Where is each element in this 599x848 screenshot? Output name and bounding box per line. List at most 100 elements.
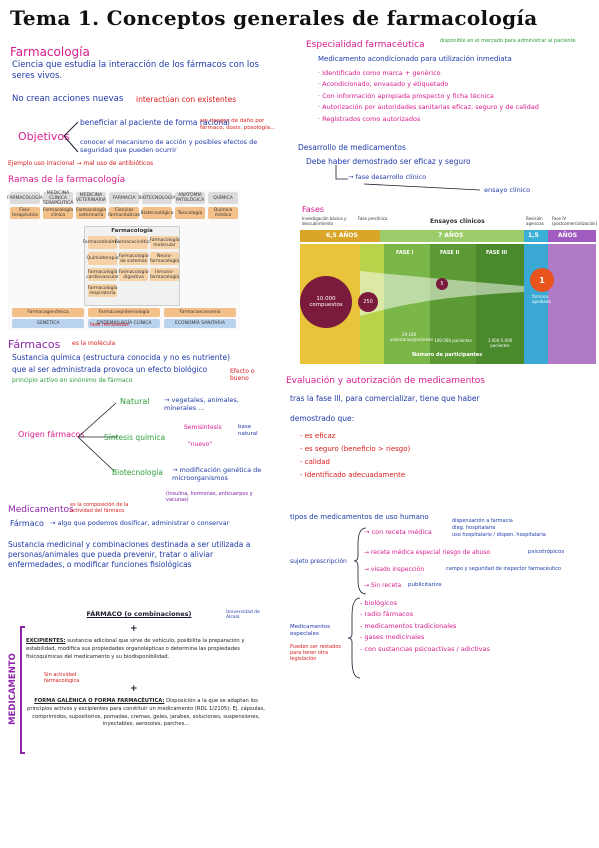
ramas-top-box: ANATOMÍA PATOLÓGICA [175,192,205,204]
box-header: FÁRMACO (o combinaciones) [86,610,192,618]
evaluacion-line-1: tras la fase III, para comercializar, ti… [290,394,480,403]
desarrollo-heading: Desarrollo de medicamentos [298,143,406,152]
origen-semi-note: base natural [238,424,258,437]
medicamento-bracket [20,626,25,754]
fases-years-4: AÑOS [558,232,578,239]
fases-f2: FASE II [440,250,460,256]
evaluacion-item: - es eficaz [300,432,336,440]
especialidad-heading: Especialidad farmacéutica [306,40,425,50]
fases-years-bar-4 [548,230,596,242]
ramas-second-box: Fisio-terapéutica [10,207,40,219]
farmacologia-note-pre: No crean acciones nuevas [12,94,124,104]
fases-years-bar: 6,5 AÑOS 7 AÑOS 1,5 AÑOS [300,230,596,242]
ramas-bottom-box: GENÉTICA [12,319,84,328]
ramas-bottom-box: Farmacoepidemiología [88,308,160,317]
objetivos-item-2: conocer el mecanismo de acción y posible… [80,138,258,155]
tipos-brace-2 [347,597,361,679]
evaluacion-heading: Evaluación y autorización de medicamento… [286,376,485,386]
fases-col1-title: Investigación básica y descubrimiento [302,216,347,226]
especialidad-list: · Identificado como marca + genérico· Ac… [318,68,539,125]
origen-natural-items: → vegetales, animales, minerales ... [164,396,239,413]
fases-vol-1: 20-100 voluntarios/pacientes [390,332,434,342]
ramas-second-box: Ciencias farmacéuticas [108,207,140,219]
origen-natural: Natural [120,397,150,406]
ramas-center-item: Farmacocinética [115,236,152,249]
ramas-second-box: Farmacología veterinaria [76,207,106,219]
objetivos-label: Objetivos [18,130,70,143]
fases-col-revision [524,244,548,364]
especialidad-item: · Con información apropiada prospecto y … [318,91,494,100]
fases-participantes: Número de participantes [412,352,483,358]
ramas-center-item: Quimioterapia [86,252,119,265]
fases-vol-3: 1.000-5.000 pacientes [487,338,513,348]
fases-years-bar-3 [524,230,548,242]
farmacos-heading-note: es la molécula [72,340,116,347]
ramas-bottom-box: ECONOMÍA SANITARIA [164,319,236,328]
origen-biotec-note: (insulina, hormonas, anticuerpos y vacun… [166,491,253,503]
ramas-center-item: Farmacodinámica [83,236,122,249]
tipos-sujeto: sujeto prescripción [290,558,347,565]
ramas-center-item: Farmacología respiratoria [87,284,118,297]
tipos-s1-note: diag. hospitalaria [452,525,496,531]
tipos-especial-item: - medicamentos tradicionales [360,621,457,630]
medicamentos-farmaco-def: → algo que podemos dosificar, administra… [50,519,230,527]
fases-f3: FASE III [486,250,508,256]
ramas-second-box: Química médica [208,207,238,219]
medicamento-side-label: MEDICAMENTO [8,653,18,725]
medicamentos-heading-note: es la composición de la actividad del fá… [70,502,129,514]
origen-nuevo: "nuevo" [188,441,213,448]
desarrollo-line: Debe haber demostrado ser eficaz y segur… [306,157,471,166]
tipos-s2: → receta médica especial riesgo de abuso [364,549,491,556]
ramas-top-box: MEDICINA CLÍNICA TERAPÉUTICA [42,190,74,206]
evaluacion-item: - es seguro (beneficio > riesgo) [300,444,411,453]
ramas-center-item: Neuro-farmacología [149,252,180,265]
medicamentos-farmaco-label: Fármaco [10,519,44,528]
evaluacion-list: - es eficaz - es seguro (beneficio > ries… [300,430,410,482]
ramas-bottom-box: Farmacoeconomía [164,308,236,317]
box-university: Universidad de Alcalá [226,610,260,620]
ramas-center-item: Inmuno-farmacología [149,268,180,281]
box-forma-title: FORMA GALÉNICA O FORMA FARMACÉUTICA: [34,698,165,704]
farmacos-side-note: Efecto o bueno [230,368,255,383]
box-excipientes-note: Sin actividad farmacológica [44,672,80,684]
box-forma: FORMA GALÉNICA O FORMA FARMACÉUTICA: Dis… [26,698,266,729]
ramas-top-box: FARMACOLOGÍA [7,192,43,204]
tipos-especiales-list: - biológicos- radio fármacos- medicament… [360,598,490,655]
ramas-center-item: Farmacología cardiovascular [86,268,119,281]
fases-years-2: 7 AÑOS [438,232,464,239]
ramas-second-box: Toxicología [175,207,205,219]
fases-c1-label: fármaco aprobado [532,294,551,304]
especialidad-heading-note: disponible en el mercado para administra… [440,38,576,44]
evaluacion-item: - Identificado adecuadamente [300,470,406,479]
especialidad-item: · Autorización por autoridades sanitaria… [318,103,539,112]
fases-funnel [360,271,524,316]
tipos-s1: → con receta médica [364,528,432,536]
tipos-especial-item: - biológicos [360,599,397,607]
farmacologia-note-post: interactúan con existentes [136,95,237,104]
origen-branches [77,402,118,472]
tipos-brace-1 [353,527,367,595]
fases-col2-title: Fase preclínica [358,216,388,221]
especialidad-item: · Acondicionado, envasado y etiquetado [318,80,449,89]
tipos-s1-note: uso hospitalario / dispen. hospitalaria [452,532,546,538]
tipos-s1-note: dispensación a farmacia [452,518,513,524]
medicamentos-heading: Medicamentos [8,505,74,515]
medicamento-side: MEDICAMENTO [2,644,20,744]
fases-f1: FASE I [396,250,414,256]
farmacos-def-3: principio activo en sinónimo de fármaco [12,377,133,384]
tipos-s2-note: psicotrópicos [528,549,565,555]
tipos-especial-item: - gases medicinales [360,633,425,642]
ramas-top-box: MEDICINA VETERINARIA [76,192,106,204]
box-excipientes-text: sustancia adicional que sirve de vehícul… [26,638,245,660]
farmacologia-heading: Farmacología [10,45,90,59]
fases-revision-title: Revisión agencias [526,216,544,226]
tipos-s4: → Sin receta [364,582,402,589]
farmacologia-definition: Ciencia que estudia la interacción de lo… [12,60,259,81]
origen-biotec-items: → modificación genética de microorganism… [172,466,262,483]
ramas-top-box: QUÍMICA [208,192,238,204]
evaluacion-line-2: demostrado que: [290,414,355,423]
fases-col-f2 [430,244,476,364]
farmacos-def-2: que al ser administrada provoca un efect… [12,365,208,374]
tipos-especiales: Medicamentos especiales [290,624,331,637]
